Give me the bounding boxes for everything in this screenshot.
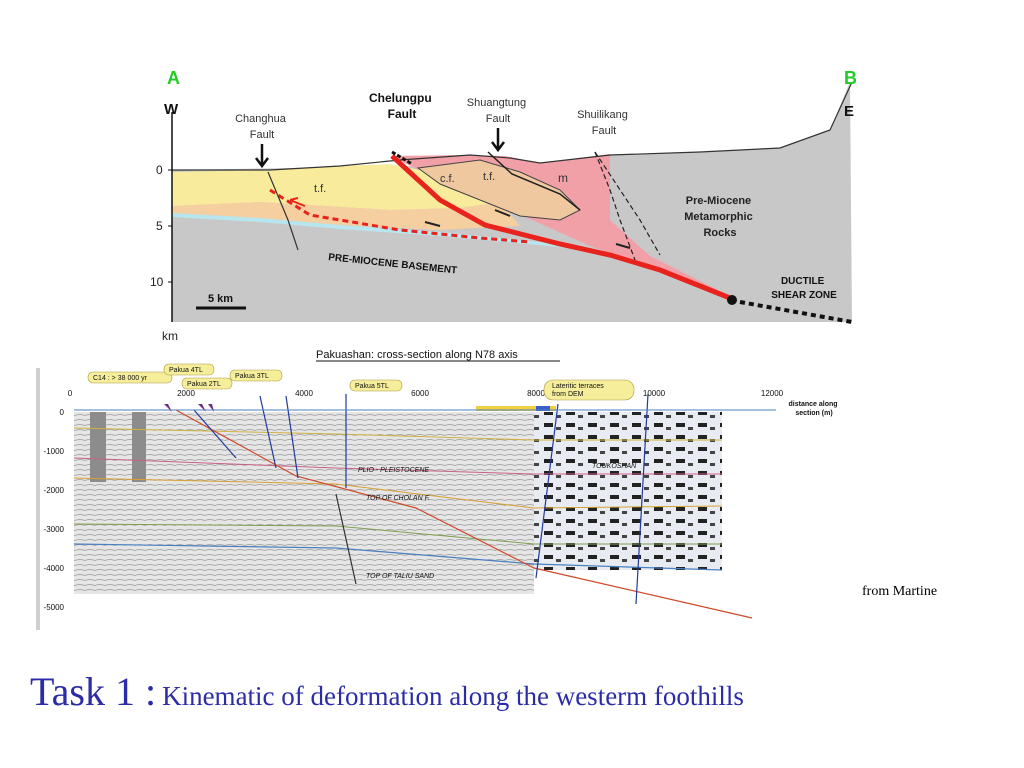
depth-tick-10: 10	[150, 275, 164, 289]
callout-c14: C14 : > 38 000 yr	[87, 371, 173, 384]
cyan-layer	[172, 213, 570, 248]
distance-tick: 4000	[295, 389, 313, 398]
title-subtitle: Kinematic of deformation along the weste…	[162, 681, 744, 711]
unit-tf-left: t.f.	[314, 183, 326, 195]
seismic-title: Pakuashan: cross-section along N78 axis	[316, 349, 518, 361]
fault-trace	[335, 493, 357, 585]
slip-arrow	[424, 221, 441, 227]
east-label: E	[844, 103, 854, 120]
endpoint-b: B	[844, 68, 857, 88]
unit-m: m	[558, 171, 568, 185]
depth-axis-seismic: 0 -1000 -2000 -3000 -4000 -5000	[44, 408, 65, 612]
shuangtung-arrow-icon	[491, 128, 505, 153]
peach-unit	[172, 202, 520, 230]
depth-tick-0: 0	[156, 163, 163, 177]
fault-trace	[535, 403, 559, 579]
geologic-cross-section: 0 5 10 km A B W E Changhua Fault Chelung…	[150, 68, 857, 343]
surface-colour-bar-2	[536, 406, 550, 411]
shear-zone-dot	[727, 295, 737, 305]
west-label: W	[164, 101, 179, 118]
horizon-line	[73, 457, 722, 475]
changhua-arrow-icon	[255, 144, 269, 169]
unit-cf: c.f.	[440, 173, 455, 185]
horizon-line	[73, 523, 722, 545]
depth-tick-5: 5	[156, 219, 163, 233]
horizon-line	[73, 543, 723, 571]
surface-colour-bar	[476, 406, 556, 411]
svg-text:Pakua 3TL: Pakua 3TL	[235, 373, 269, 380]
callout-pakua2: Pakua 2TL	[181, 377, 233, 390]
slip-arrow	[289, 197, 306, 207]
changhua-label: Changhua Fault	[235, 113, 289, 141]
left-edge-strip	[36, 368, 40, 630]
svg-text:Lateritic terraces from: Lateritic terraces from DEM	[552, 383, 606, 398]
endpoint-a: A	[167, 68, 180, 88]
shuilikang-fault-line-2	[594, 151, 661, 256]
seismic-depth-tick: -1000	[44, 447, 65, 456]
fault-trace	[259, 395, 277, 469]
horizon-line	[73, 477, 723, 509]
distance-axis-label: distance along section (m)	[789, 401, 840, 417]
distance-tick: 0	[68, 389, 73, 398]
slide-title: Task 1 :Kinematic of deformation along t…	[30, 668, 744, 715]
source-credit: from Martine	[862, 584, 938, 599]
seismic-reflection-data	[74, 412, 534, 594]
callout-pakua4: Pakua 4TL	[163, 363, 215, 376]
shuilikang-label: Shuilikang Fault	[577, 109, 631, 137]
svg-text:Pakua 5TL: Pakua 5TL	[355, 383, 389, 390]
changhua-fault-line	[267, 171, 299, 251]
horizon-line	[73, 427, 722, 441]
horizon-toukoshan: TOUKOSHAN	[592, 463, 637, 470]
topography-line	[172, 81, 853, 171]
seismic-depth-tick: -4000	[44, 564, 65, 573]
unit-tf-right: t.f.	[483, 171, 495, 183]
depth-unit: km	[162, 329, 178, 343]
callout-lateritic: Lateritic terraces from DEM	[543, 379, 635, 401]
main-fault-trace	[175, 409, 753, 619]
seismic-depth-tick: -5000	[44, 603, 65, 612]
shear-zone-label: DUCTILE SHEAR ZONE	[771, 276, 837, 301]
distance-tick: 12000	[761, 389, 784, 398]
scale-bar-label: 5 km	[208, 293, 233, 305]
shear-zone-dashes	[739, 300, 853, 324]
seismic-section: Pakuashan: cross-section along N78 axis …	[36, 349, 852, 630]
callout-markers	[164, 404, 214, 412]
chelungpu-fault-line	[390, 154, 731, 301]
distance-tick: 10000	[643, 389, 666, 398]
shuilikang-fault-line	[594, 151, 636, 261]
chelungpu-label: Chelungpu Fault	[369, 91, 435, 121]
fault-trace	[193, 409, 237, 459]
seismic-depth-tick: -3000	[44, 525, 65, 534]
shuangtung-label: Shuangtung Fault	[467, 97, 529, 125]
callout-pakua5: Pakua 5TL	[349, 379, 403, 392]
distance-tick: 6000	[411, 389, 429, 398]
interpretation-panel	[534, 412, 722, 570]
svg-text:Pakua 4TL: Pakua 4TL	[169, 367, 203, 374]
slip-arrow	[494, 209, 511, 217]
metamorphic-label: Pre-Miocene Metamorphic Rocks	[684, 195, 756, 239]
svg-text:Pakua 2TL: Pakua 2TL	[187, 381, 221, 388]
chelungpu-marker	[391, 150, 413, 166]
horizon-plio: PLIO - PLEISTOCENE	[358, 467, 429, 474]
distance-tick: 2000	[177, 389, 195, 398]
distance-axis: 0 2000 4000 6000 8000 10000 12000	[68, 389, 784, 398]
shuangtung-fault-line	[487, 151, 581, 211]
distance-tick: 8000	[527, 389, 545, 398]
horizon-cholan: TOP OF CHOLAN F.	[366, 495, 430, 502]
horizon-taliu: TOP OF TALIU SAND	[366, 573, 434, 580]
title-main: Task 1 :	[30, 669, 157, 714]
red-dashed-fault	[269, 188, 531, 244]
callout-pakua3: Pakua 3TL	[229, 369, 283, 382]
slip-arrow	[615, 243, 631, 249]
svg-text:C14 : > 38 000 yr: C14 : > 38 000 yr	[93, 375, 148, 382]
seismic-depth-tick: -2000	[44, 486, 65, 495]
seismic-depth-tick: 0	[60, 408, 65, 417]
cf-lobe	[416, 159, 581, 221]
yellow-unit	[172, 164, 500, 210]
fault-trace	[635, 393, 649, 605]
